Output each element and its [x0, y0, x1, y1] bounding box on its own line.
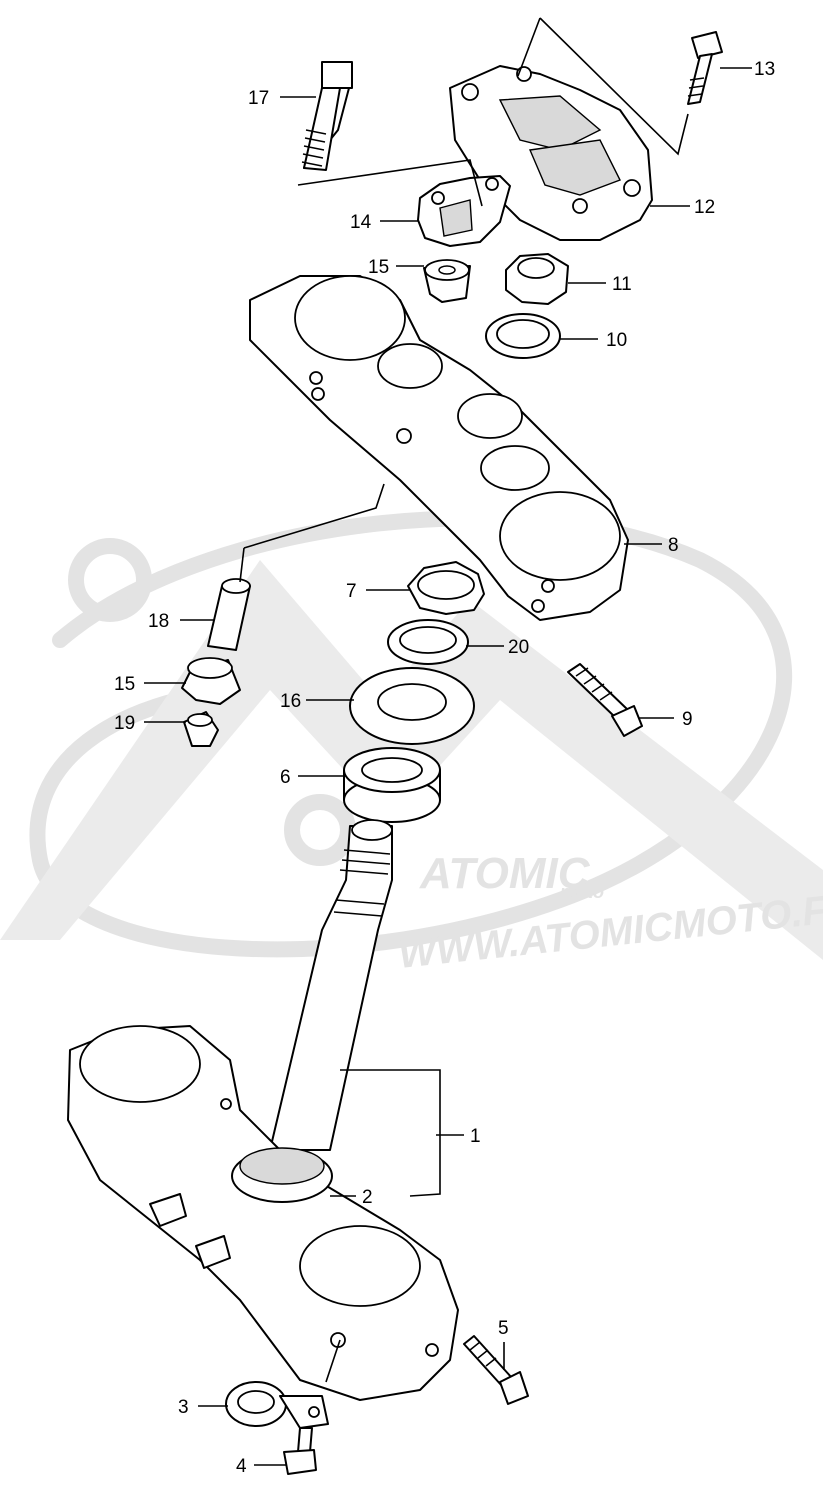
callout-9: 9: [682, 709, 693, 730]
part-20-washer: [387, 619, 469, 665]
part-11-nut: [505, 253, 569, 305]
part-13-bolt: [687, 31, 723, 105]
callout-7: 7: [346, 581, 357, 602]
watermark-url: WWW.ATOMICMOTO.F: [396, 888, 823, 977]
callout-20: 20: [508, 637, 529, 658]
callout-8: 8: [668, 535, 679, 556]
part-16-dust-seal: [349, 667, 475, 745]
part-15-cushion-upper: [423, 259, 471, 303]
part-19-nut: [183, 711, 219, 747]
part-5-bolt: [463, 1335, 529, 1405]
callout-15-lower: 15: [114, 674, 135, 695]
callout-3: 3: [178, 1397, 189, 1418]
part-17-bolt: [301, 61, 353, 171]
callout-1: 1: [470, 1126, 481, 1147]
callout-12: 12: [694, 197, 715, 218]
part-9-bolt: [567, 663, 643, 737]
part-7-nut: [407, 561, 485, 615]
callout-6: 6: [280, 767, 291, 788]
callout-10: 10: [606, 330, 627, 351]
watermark-brand: ATOMIC: [419, 849, 591, 898]
callout-17: 17: [248, 88, 269, 109]
part-4-screw: [283, 1427, 317, 1475]
callout-4: 4: [236, 1456, 247, 1477]
leader-lines: [144, 17, 752, 1466]
callout-11: 11: [612, 274, 632, 295]
part-15-cushion-lower: [181, 657, 241, 705]
watermark-sub: moto: [560, 882, 604, 902]
callout-labels: 17 13 12 14 15 11 10 8 7 20 18 15 16 9 1…: [114, 59, 775, 1477]
callout-16: 16: [280, 691, 301, 712]
callout-14: 14: [350, 212, 372, 233]
part-10-washer: [485, 313, 561, 359]
callout-5: 5: [498, 1318, 509, 1339]
part-14-holder-lower: [417, 175, 511, 247]
callout-18: 18: [148, 611, 169, 632]
part-18-collar: [207, 578, 251, 651]
part-3-clamp: [225, 1381, 329, 1429]
callout-19: 19: [114, 713, 135, 734]
callout-13: 13: [754, 59, 775, 80]
callout-15-upper: 15: [368, 257, 389, 278]
part-6-bearing: [343, 747, 441, 823]
part-1-steering-stem: [67, 819, 459, 1401]
callout-2: 2: [362, 1187, 373, 1208]
part-8-upper-bracket: [249, 275, 629, 621]
